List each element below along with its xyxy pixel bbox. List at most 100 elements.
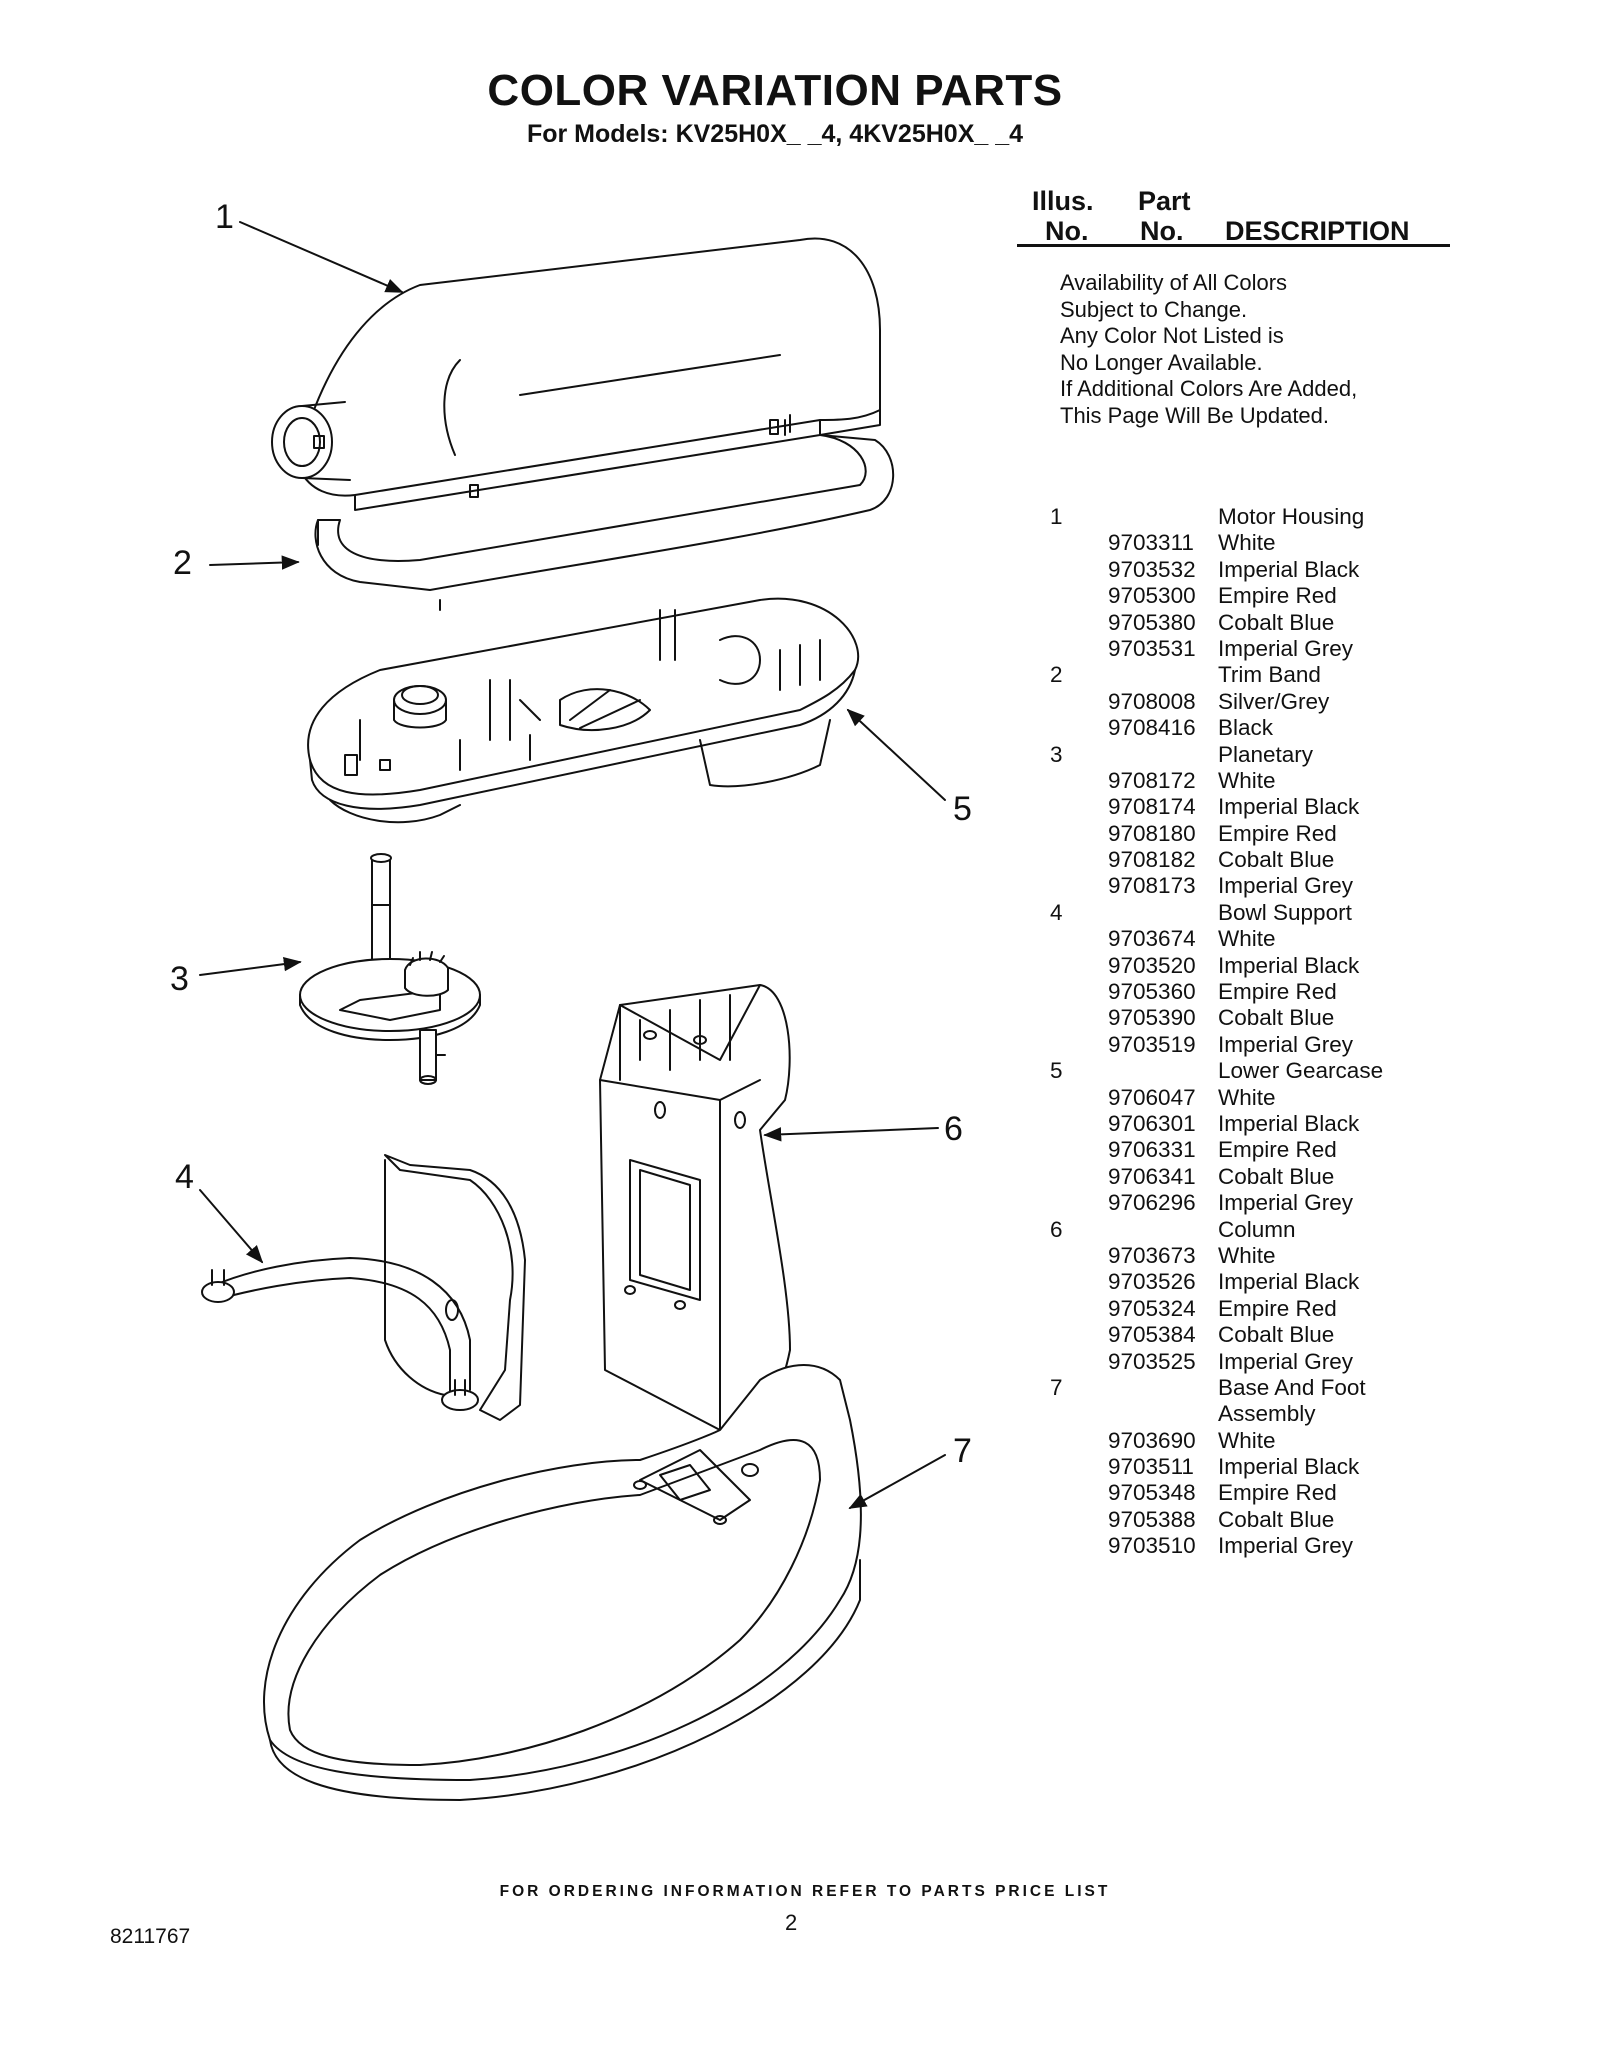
part-number: 9703519 [1108,1031,1196,1057]
part-number: 9708173 [1108,873,1196,899]
header-rule [1017,244,1450,247]
part-number: 9705300 [1108,583,1196,609]
part-description: Imperial Grey [1218,635,1354,661]
part-row: 9703520 Imperial Black [0,953,1600,979]
part-description: Imperial Black [1218,952,1360,978]
part-row: 9708008 Silver/Grey [0,689,1600,715]
part-description: Trim Band [1218,662,1321,688]
part-illus-no: 3 [1050,741,1063,767]
part-number: 9706296 [1108,1190,1196,1216]
part-number: 9708174 [1108,794,1196,820]
part-description: Planetary [1218,741,1314,767]
notice-line: Subject to Change. [1060,296,1248,322]
part-number: 9708172 [1108,767,1196,793]
part-description: White [1218,926,1276,952]
part-description: White [1218,530,1276,556]
callout-leaders [199,221,946,1509]
page-number: 2 [785,1910,798,1935]
part-number: 9708008 [1108,688,1196,714]
part-number: 9703531 [1108,635,1196,661]
part-row: 2 Trim Band [0,662,1600,688]
part-description: Cobalt Blue [1218,1005,1335,1031]
part-row: 9703674 White [0,926,1600,952]
part-number: 9705324 [1108,1295,1196,1321]
part-description: Cobalt Blue [1218,609,1335,635]
callout-3: 3 [170,960,189,998]
part-number: 9705348 [1108,1480,1196,1506]
part-description: Silver/Grey [1218,688,1330,714]
models-subtitle: For Models: KV25H0X_ _4, 4KV25H0X_ _4 [526,120,1024,148]
part-number: 9708416 [1108,715,1196,741]
part-description: Imperial Grey [1218,1533,1354,1559]
part-description: White [1218,1427,1276,1453]
part-row: 9703673 White [0,1243,1600,1269]
part-description: Cobalt Blue [1218,1506,1335,1532]
part-number: 9708180 [1108,820,1196,846]
part-illus-no: 5 [1050,1058,1063,1084]
part-description: Empire Red [1218,820,1337,846]
part-row: 9705348 Empire Red [0,1480,1600,1506]
part-description: White [1218,1242,1276,1268]
part-number: 9706331 [1108,1137,1196,1163]
part-illus-no: 1 [1050,504,1063,529]
part-description: Imperial Black [1218,1110,1360,1136]
callout-5: 5 [953,790,972,828]
part-row: 9703531 Imperial Grey [0,636,1600,662]
part-description: Empire Red [1218,1480,1337,1506]
part-description: Column [1218,1216,1296,1242]
part-description: Imperial Black [1218,1269,1360,1295]
part-description: Empire Red [1218,583,1337,609]
part-description: Black [1218,715,1274,741]
part-description: Base And Foot [1218,1374,1366,1400]
part-row: 3 Planetary [0,742,1600,768]
part-number: 9703673 [1108,1242,1196,1268]
part-illus-no: 2 [1050,662,1063,688]
part-row: 9708180 Empire Red [0,821,1600,847]
part-illus-no: 4 [1050,899,1063,925]
part-number: 9703520 [1108,952,1196,978]
notice-line: If Additional Colors Are Added, [1060,376,1358,401]
part-row: 9705300 Empire Red [0,583,1600,609]
part-description: White [1218,1084,1276,1110]
part-bowl-support [201,1154,526,1421]
part-number: 9703510 [1108,1533,1196,1559]
callout-1: 1 [215,198,234,236]
document-number: 8211767 [110,1925,191,1948]
part-number: 9703674 [1108,926,1196,952]
callout-2: 2 [173,544,192,582]
header-part-2: No. [1140,216,1184,246]
callout-6: 6 [944,1110,963,1148]
part-number: 9705384 [1108,1322,1196,1348]
part-row: Assembly [0,1401,1600,1427]
part-base-foot [263,1364,862,1801]
part-number: 9703526 [1108,1269,1196,1295]
part-row: 9703526 Imperial Black [0,1269,1600,1295]
part-description: Cobalt Blue [1218,1322,1335,1348]
notice-line: Any Color Not Listed is [1060,323,1284,348]
part-row: 9705384 Cobalt Blue [0,1322,1600,1348]
part-description: Imperial Black [1218,556,1360,582]
callout-7: 7 [953,1432,972,1470]
part-lower-gearcase [307,597,860,824]
part-motor-housing [271,237,881,511]
part-number: 9706341 [1108,1163,1196,1189]
part-description: Empire Red [1218,979,1337,1005]
part-row: 9703510 Imperial Grey [0,1533,1600,1559]
